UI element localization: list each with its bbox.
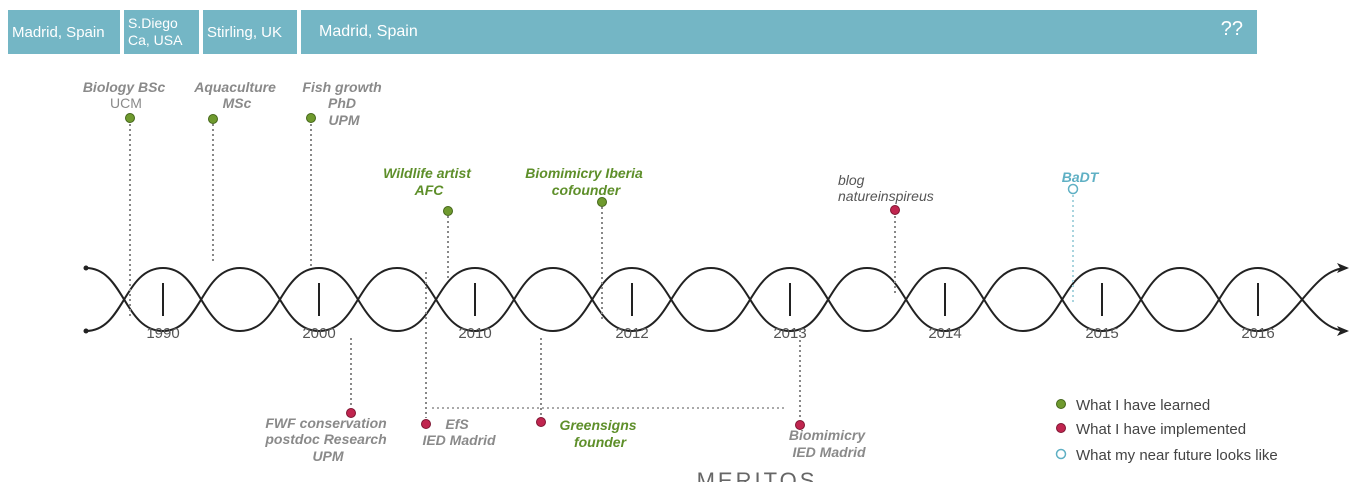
legend: What I have learned What I have implemen… [1055,397,1278,464]
event-label-efs: EfS IED Madrid [422,416,496,448]
event-markers [125,113,1079,430]
location-label: Madrid, Spain [12,23,105,41]
location-label: Stirling, UK [207,23,283,41]
marker-learned-biomimicry-iberia [597,197,607,207]
marker-implemented-efs [421,419,431,429]
event-label-wildlife: Wildlife artist AFC [383,165,475,198]
event-label-aquaculture: Aquaculture MSc [193,79,280,111]
marker-implemented-biomimicry-ied [795,420,805,430]
event-label-biology: Biology BSc UCM [83,79,169,111]
location-bar-madrid-1: Madrid, Spain [8,10,120,54]
event-label-biomimicry-iberia: Biomimicry Iberia cofounder [525,165,646,198]
location-bar-san-diego: S.Diego Ca, USA [124,10,199,54]
legend-marker-learned [1056,399,1066,409]
timeline-strand-lower [85,266,1349,336]
event-label-blog: blog natureinspireus [838,172,934,204]
year-label-2014: 2014 [928,325,961,342]
event-label-fwf: FWF conservation postdoc Research UPM [264,415,390,464]
event-label-greensigns: Greensigns founder [560,417,641,450]
timeline-start-dot [83,265,89,271]
marker-learned-fish [306,113,316,123]
legend-marker-future [1055,448,1067,460]
event-label-fish: Fish growth PhD UPM [302,79,385,128]
year-label-2010: 2010 [458,325,491,342]
event-stems [129,124,1074,420]
year-labels: 1990 2000 2010 2012 2013 2014 2015 2016 [146,325,1274,342]
marker-implemented-greensigns [536,417,546,427]
marker-implemented-fwf [346,408,356,418]
legend-item-future: What my near future looks like [1055,447,1278,464]
location-label: Madrid, Spain [319,23,418,40]
year-label-2000: 2000 [302,325,335,342]
event-labels: Biology BSc UCM Aquaculture MSc Fish gro… [83,79,1100,464]
legend-label-future: What my near future looks like [1076,447,1278,464]
year-label-2015: 2015 [1085,325,1118,342]
legend-label-implemented: What I have implemented [1076,421,1246,438]
future-question: ?? [1220,18,1243,40]
year-label-2012: 2012 [615,325,648,342]
year-label-2016: 2016 [1241,325,1274,342]
timeline-strand-upper [85,263,1349,333]
footer-heading: MERITOS [697,468,818,482]
marker-learned-aquaculture [208,114,218,124]
marker-learned-wildlife [443,206,453,216]
year-ticks [162,283,1259,316]
year-label-2013: 2013 [773,325,806,342]
location-label-line1: S.Diego [128,15,178,31]
year-label-1990: 1990 [146,325,179,342]
event-label-badt: BaDT [1062,169,1100,185]
legend-label-learned: What I have learned [1076,397,1210,414]
event-label-biomimicry-ied: Biomimicry IED Madrid [789,427,869,460]
location-label-line2: Ca, USA [128,32,183,48]
legend-item-implemented: What I have implemented [1056,421,1246,438]
marker-learned-biology [125,113,135,123]
marker-future-badt [1067,183,1079,195]
legend-marker-implemented [1056,423,1066,433]
location-bar-stirling: Stirling, UK [203,10,297,54]
legend-item-learned: What I have learned [1056,397,1210,414]
location-bar-madrid-2: Madrid, Spain ?? [301,10,1257,54]
timeline-start-dot [83,328,89,334]
marker-implemented-blog [890,205,900,215]
